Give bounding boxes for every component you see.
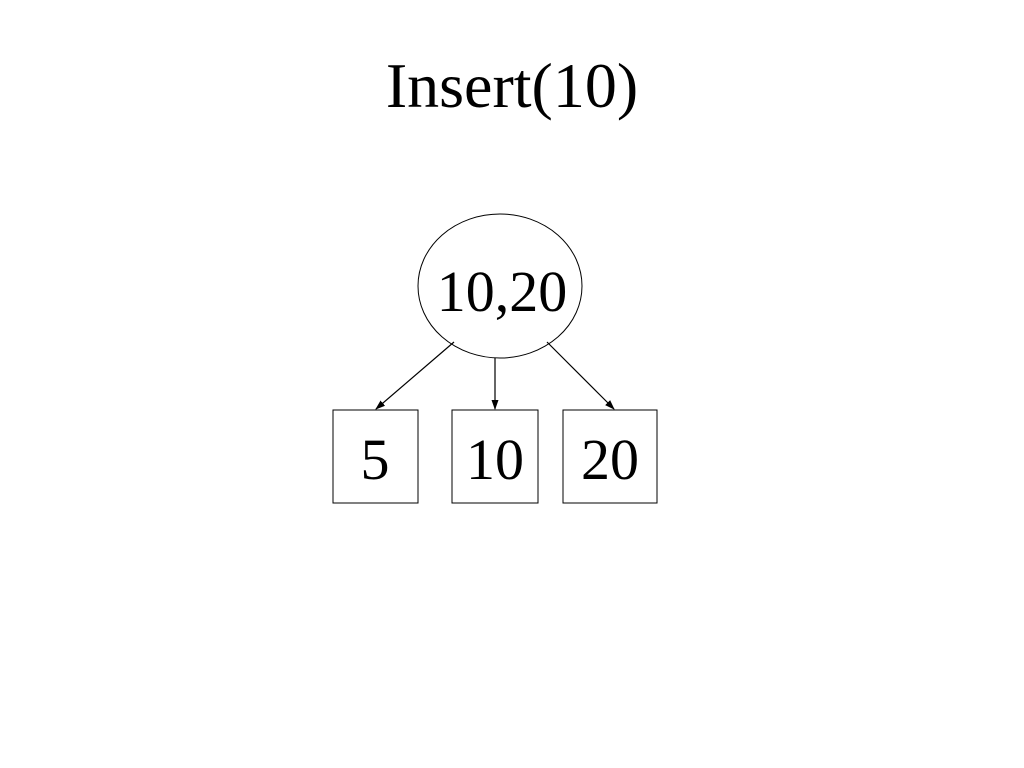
slide-title: Insert(10) [385,50,639,121]
leaf-node-box [451,409,539,504]
leaf-node-label: 5 [361,427,390,492]
root-node: 10,20 [417,213,583,359]
leaf-node: 20 [562,409,658,504]
leaf-node-box [562,409,658,504]
leaf-node-label: 20 [581,427,639,492]
leaf-node: 5 [332,409,419,504]
leaf-node-box [332,409,419,504]
leaf-node-label: 10 [466,427,524,492]
leaf-node: 10 [451,409,539,504]
edge-root-to-child-1 [375,341,455,410]
root-node-label: 10,20 [437,259,568,324]
root-node-ellipse [417,213,583,359]
edge-root-to-child-3 [546,341,615,410]
